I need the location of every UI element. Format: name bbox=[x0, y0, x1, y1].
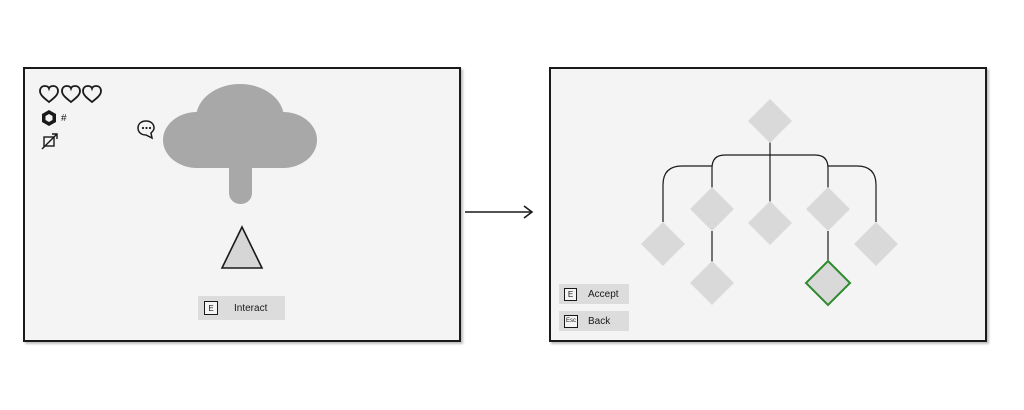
interact-button[interactable]: E Interact bbox=[198, 296, 285, 320]
node-far-left[interactable] bbox=[641, 222, 685, 266]
accept-button[interactable]: E Accept bbox=[559, 284, 629, 304]
node-lower-left[interactable] bbox=[690, 261, 734, 305]
transition-arrow bbox=[465, 205, 534, 219]
currency-counter: # bbox=[61, 113, 67, 124]
node-far-right[interactable] bbox=[854, 222, 898, 266]
heart-icon bbox=[39, 85, 59, 104]
speech-bubble-icon bbox=[137, 120, 155, 140]
heart-icon bbox=[61, 85, 81, 104]
hexagon-icon bbox=[42, 110, 56, 126]
map-disabled-icon bbox=[41, 133, 58, 150]
node-root[interactable] bbox=[748, 99, 792, 143]
node-mid-left[interactable] bbox=[690, 187, 734, 231]
accept-label: Accept bbox=[588, 288, 619, 300]
interact-label: Interact bbox=[234, 302, 268, 314]
hearts-row bbox=[39, 85, 102, 104]
key-esc-icon: Esc bbox=[564, 314, 578, 328]
key-e-icon: E bbox=[564, 287, 577, 301]
player-triangle bbox=[220, 225, 264, 269]
back-label: Back bbox=[588, 315, 611, 327]
skill-tree-nodes bbox=[641, 99, 898, 307]
node-lower-right[interactable] bbox=[804, 259, 852, 307]
back-button[interactable]: Esc Back bbox=[559, 311, 629, 331]
node-mid-center[interactable] bbox=[748, 201, 792, 245]
key-e-icon: E bbox=[204, 301, 218, 315]
node-mid-right[interactable] bbox=[806, 187, 850, 231]
skill-tree-connectors bbox=[662, 142, 877, 262]
heart-icon bbox=[82, 85, 102, 104]
tree-object bbox=[163, 84, 317, 204]
